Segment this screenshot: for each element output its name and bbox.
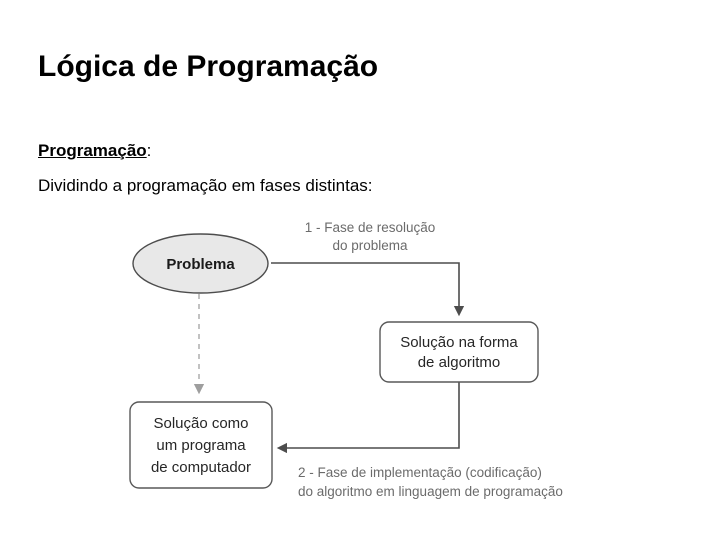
node-problema[interactable]: Problema (132, 233, 269, 294)
page-title: Lógica de Programação (38, 50, 379, 83)
caption-phase-1-line2: do problema (332, 238, 408, 253)
algoritmo-label-line2: de algoritmo (418, 354, 501, 371)
programa-label-line1: Solução como (153, 415, 248, 432)
node-solucao-algoritmo[interactable]: Solução na forma de algoritmo (379, 321, 539, 383)
lead-term: Programação (38, 141, 147, 160)
programa-label-line3: de computador (151, 459, 251, 476)
programa-label-line2: um programa (156, 437, 246, 454)
problema-ellipse-shape (132, 233, 269, 294)
caption-phase-2-line2: do algoritmo em linguagem de programação (298, 484, 563, 499)
lead-colon: : (146, 141, 152, 160)
lead-paragraph: Programação: (38, 141, 151, 161)
algoritmo-box-shape (379, 321, 539, 383)
programa-box-shape (129, 401, 273, 489)
flow-diagram: Problema Solução na forma de algoritmo S… (0, 210, 720, 510)
problema-label: Problema (166, 256, 235, 273)
caption-phase-1: 1 - Fase de resolução do problema (305, 220, 436, 253)
caption-phase-1-line1: 1 - Fase de resolução (305, 220, 436, 235)
caption-phase-2: 2 - Fase de implementação (codificação) … (298, 465, 563, 499)
subtitle-paragraph: Dividindo a programação em fases distint… (38, 176, 373, 195)
connector-algorithm-to-program (276, 382, 460, 454)
caption-phase-2-line1: 2 - Fase de implementação (codificação) (298, 465, 542, 480)
algoritmo-label-line1: Solução na forma (400, 334, 518, 351)
node-solucao-programa[interactable]: Solução como um programa de computador (129, 401, 273, 489)
connector-problem-to-algorithm (271, 262, 465, 317)
